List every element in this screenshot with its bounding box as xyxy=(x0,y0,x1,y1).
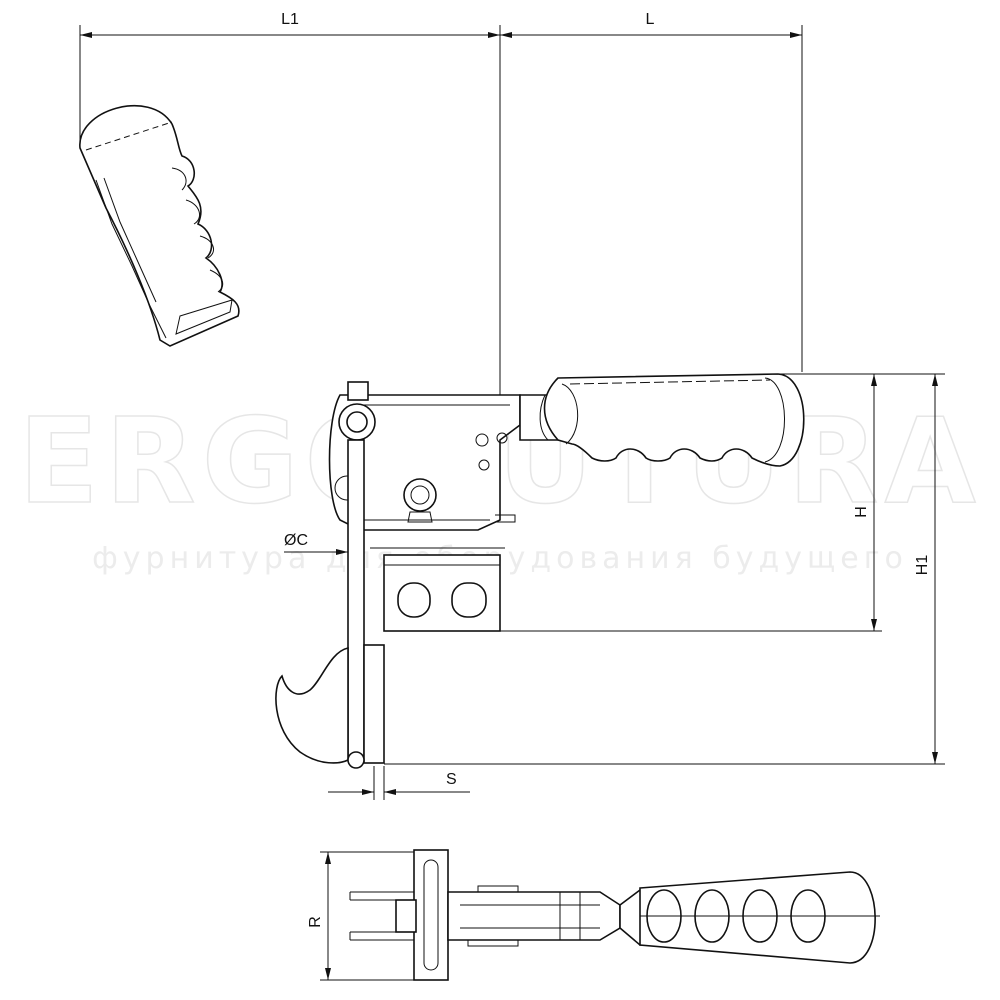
dimension-l1: L1 xyxy=(79,11,500,140)
dimension-diameter-c-label: ØC xyxy=(284,532,308,549)
dimension-r: R xyxy=(307,851,414,981)
clamp-top-view xyxy=(349,849,880,981)
dimension-l-label: L xyxy=(646,11,655,28)
dimension-s-label: S xyxy=(446,771,457,788)
dimension-diameter-c: ØC xyxy=(284,532,348,555)
clamp-side-view xyxy=(275,373,805,769)
dimension-r-label: R xyxy=(307,916,324,928)
dimension-h-label: H xyxy=(853,506,870,518)
dimension-l1-label: L1 xyxy=(281,11,299,28)
dimension-s: S xyxy=(328,766,470,800)
dimension-h1-label: H1 xyxy=(914,555,931,576)
handle-detail-view xyxy=(79,105,240,347)
dimension-h1: H1 xyxy=(384,374,945,765)
dimension-h: H xyxy=(500,373,945,632)
